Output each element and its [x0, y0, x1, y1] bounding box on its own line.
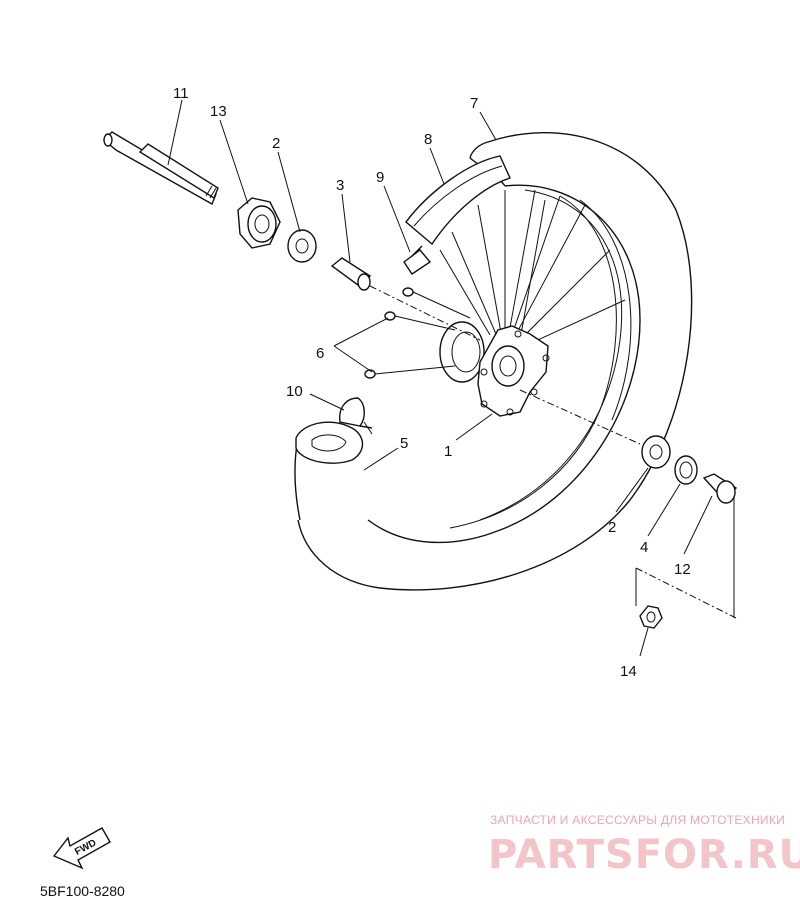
callout-13: 13 [210, 103, 227, 120]
rim-lock [339, 397, 373, 435]
oil-seal [674, 455, 698, 485]
rim-tape [405, 155, 511, 246]
watermark-tagline: ЗАПЧАСТИ И АКСЕССУАРЫ ДЛЯ МОТОТЕХНИКИ [490, 813, 785, 827]
callout-2-right: 2 [608, 519, 616, 536]
callout-4: 4 [640, 539, 648, 556]
watermark-logo: PARTSFOR.RU [488, 832, 800, 878]
hub [439, 321, 550, 417]
callout-1: 1 [444, 443, 452, 460]
callout-5: 5 [400, 435, 408, 452]
callout-10: 10 [286, 383, 303, 400]
collar [237, 197, 281, 249]
axis-line [369, 285, 737, 619]
callout-7: 7 [470, 95, 478, 112]
callout-2-left: 2 [272, 135, 280, 152]
axle-nut [639, 605, 663, 629]
callout-9: 9 [376, 169, 384, 186]
callout-14: 14 [620, 663, 637, 680]
bearing-right [641, 435, 671, 469]
rivets [364, 287, 471, 379]
bearing-left [287, 229, 317, 263]
fwd-arrow-icon: FWD [52, 827, 111, 870]
collar-right [702, 473, 738, 504]
callout-3: 3 [336, 177, 344, 194]
tire-cutaway [295, 421, 364, 464]
axle [102, 131, 219, 206]
leader-lines [167, 99, 713, 657]
callout-6: 6 [316, 345, 324, 362]
rim-ring [449, 195, 632, 529]
callouts: 11 13 2 3 9 8 7 6 10 5 1 2 4 12 14 [173, 85, 691, 680]
callout-12: 12 [674, 561, 691, 578]
valve-stem [403, 245, 432, 275]
diagram-code: 5BF100-8280 [40, 883, 125, 899]
callout-11: 11 [173, 85, 189, 102]
spacer [330, 257, 371, 291]
watermark: ЗАПЧАСТИ И АКСЕССУАРЫ ДЛЯ МОТОТЕХНИКИ PA… [488, 813, 800, 878]
callout-8: 8 [424, 131, 432, 148]
